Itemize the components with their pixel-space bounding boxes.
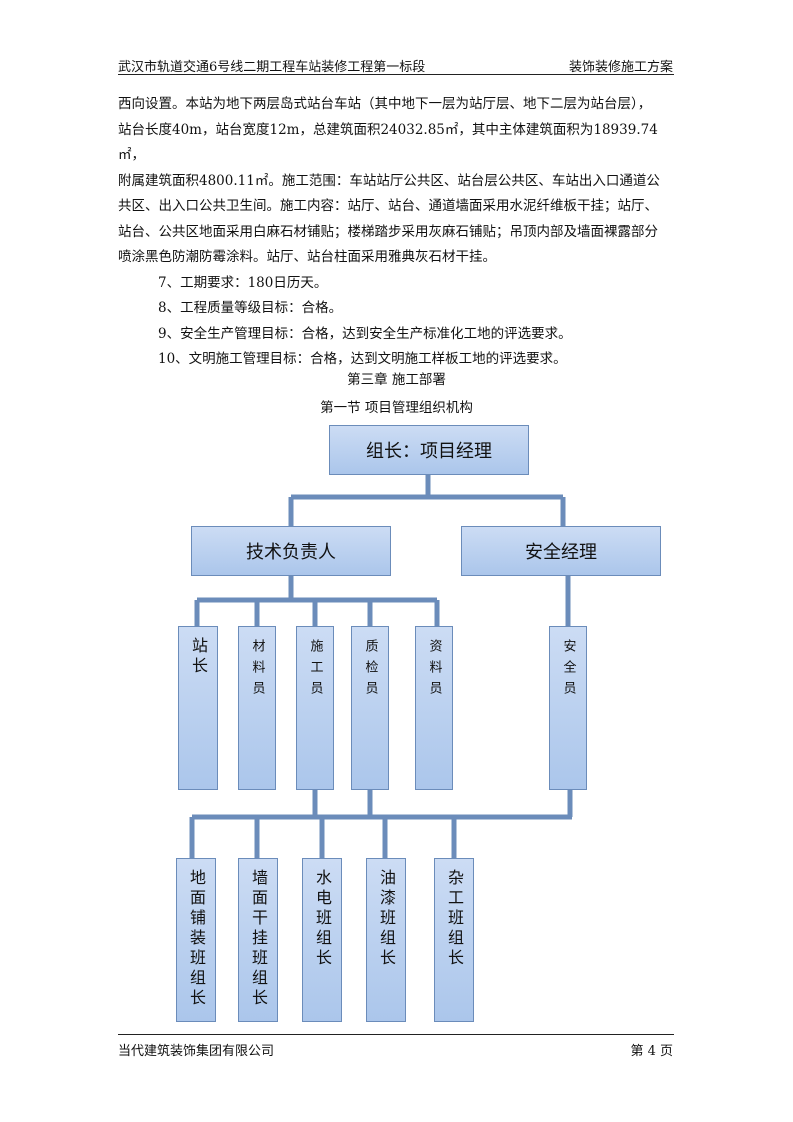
org-node-label: 组长：项目经理 [366,441,492,462]
org-node-quality-inspector: 质检员 [351,626,389,790]
org-node-label: 质检员 [362,639,378,702]
org-node-label: 材料员 [249,639,265,702]
org-node-label: 站长 [189,637,208,677]
org-node-wall-cladding-leader: 墙面干挂班组长 [238,858,278,1022]
org-node-document-officer: 资料员 [415,626,453,790]
org-node-safety-manager: 安全经理 [461,526,661,576]
chapter-title: 第三章 施工部署 [347,372,446,388]
org-node-station-head: 站长 [178,626,218,790]
org-node-label: 安全员 [560,639,576,702]
footer-rule [118,1034,674,1035]
org-node-floor-paving-leader: 地面铺装班组长 [176,858,216,1022]
item-safety: 9、安全生产管理目标：合格，达到安全生产标准化工地的评选要求。 [158,325,572,342]
paragraph-line: 喷涂黑色防潮防霉涂料。站厅、站台柱面采用雅典灰石材干挂。 [118,249,496,265]
org-node-label: 油漆班组长 [377,869,396,969]
paragraph-line: 西向设置。本站为地下两层岛式站台车站（其中地下一层为站厅层、地下二层为站台层）， [118,96,652,112]
org-node-label: 技术负责人 [246,542,336,563]
org-node-label: 地面铺装班组长 [187,869,206,1009]
org-node-project-manager: 组长：项目经理 [329,425,529,475]
org-node-plumbing-electric-leader: 水电班组长 [302,858,342,1022]
item-civilized: 10、文明施工管理目标：合格，达到文明施工样板工地的评选要求。 [158,351,567,367]
header-rule [118,74,674,75]
org-node-label: 杂工班组长 [445,869,464,969]
header-document-type: 装饰装修施工方案 [568,60,673,75]
org-node-technical-lead: 技术负责人 [191,526,391,576]
header-document-title: 武汉市轨道交通6号线二期工程车站装修工程第一标段 [118,60,426,75]
org-node-label: 施工员 [307,639,323,702]
item-quality: 8、工程质量等级目标：合格。 [158,300,343,316]
paragraph-line: 附属建筑面积4800.11㎡。施工范围：车站站厅公共区、站台层公共区、车站出入口… [118,172,660,189]
section-title: 第一节 项目管理组织机构 [320,400,473,416]
paragraph-line: 站台、公共区地面采用白麻石材铺贴；楼梯踏步采用灰麻石铺贴；吊顶内部及墙面裸露部分 [118,223,658,240]
org-node-label: 安全经理 [525,542,597,563]
footer-page-number: 第 4 页 [630,1044,673,1059]
org-node-construction-officer: 施工员 [296,626,334,790]
org-node-painting-leader: 油漆班组长 [366,858,406,1022]
org-node-label: 墙面干挂班组长 [249,869,268,1009]
org-node-general-labor-leader: 杂工班组长 [434,858,474,1022]
paragraph-line: 共区、出入口公共卫生间。施工内容：站厅、站台、通道墙面采用水泥纤维板干挂；站厅、 [118,198,658,214]
org-node-label: 资料员 [426,639,442,702]
org-node-safety-officer: 安全员 [549,626,587,790]
item-schedule: 7、工期要求：180日历天。 [158,274,328,291]
org-node-label: 水电班组长 [313,869,332,969]
org-node-materials-officer: 材料员 [238,626,276,790]
body-text: 西向设置。本站为地下两层岛式站台车站（其中地下一层为站厅层、地下二层为站台层），… [118,92,674,373]
paragraph-line: 站台长度40m，站台宽度12m，总建筑面积24032.85㎡，其中主体建筑面积为… [118,121,658,164]
footer-company: 当代建筑装饰集团有限公司 [118,1044,275,1059]
